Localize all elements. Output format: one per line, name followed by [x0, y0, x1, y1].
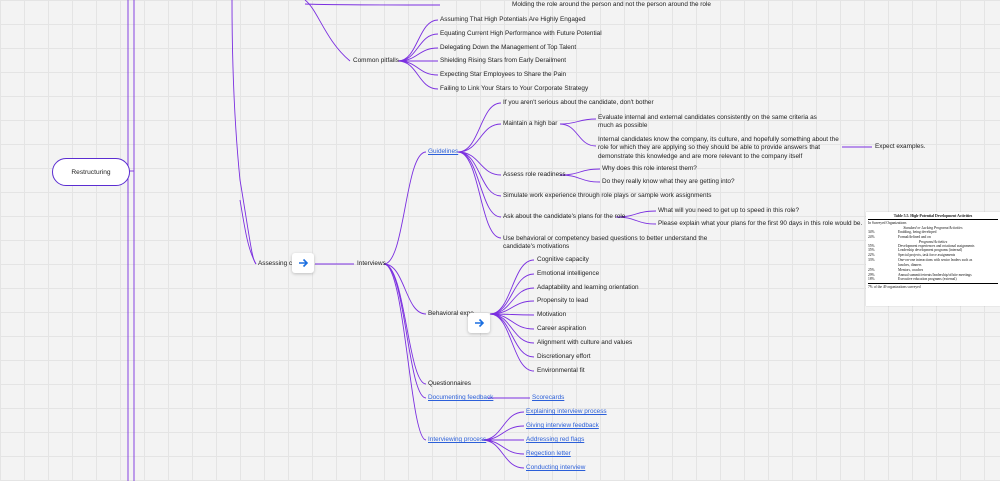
process-item-link[interactable]: Addressing red flags	[526, 436, 585, 443]
table-activity: Executive education programs (external)	[898, 277, 957, 282]
guideline-item-plans[interactable]: Ask about the candidate's plans for the …	[503, 213, 626, 220]
root-node-label: Restructuring	[71, 168, 111, 176]
table-row: 55% Development experiences and rotationa…	[866, 244, 1000, 249]
arrow-right-icon	[299, 258, 309, 268]
readiness-question[interactable]: Do they really know what they are gettin…	[602, 178, 735, 185]
behavior-item[interactable]: Career aspiration	[537, 325, 587, 332]
table-percent: 35%	[868, 248, 875, 253]
node-assessing-candidates[interactable]: Assessing ca	[258, 260, 296, 267]
table-activity: Formal/defined and on	[898, 234, 931, 239]
arrow-right-icon	[475, 318, 485, 328]
scorecards-link[interactable]: Scorecards	[532, 394, 565, 401]
behavior-item[interactable]: Propensity to lead	[537, 297, 589, 304]
table-percent: 24%	[868, 234, 875, 239]
node-behavioral-expectations[interactable]: Behavioral expe	[428, 310, 474, 317]
table-activity: Annual summit/retreats/leadership/offsit…	[898, 272, 972, 277]
table-activity: Development experiences and rotational a…	[898, 243, 975, 248]
table-percent: 29%	[868, 272, 875, 277]
table-activity: Leadership development programs (interna…	[898, 248, 963, 253]
table-row: 35% Leadership development programs (inte…	[866, 248, 1000, 253]
table-percent: 18%	[868, 277, 875, 282]
table-activity: One-on-one interactions with senior lead…	[898, 258, 973, 263]
behavior-item[interactable]: Motivation	[537, 311, 567, 318]
node-questionnaires[interactable]: Questionnaires	[428, 380, 471, 387]
table-rule	[868, 219, 998, 220]
table-row: 33% One-on-one interactions with senior l…	[866, 258, 1000, 263]
table-activity: lunches, dinners	[898, 262, 922, 267]
guideline-item[interactable]: If you aren't serious about the candidat…	[503, 99, 654, 106]
process-item-link[interactable]: Giving interview feedback	[526, 422, 599, 429]
expand-branch-button[interactable]	[468, 313, 490, 333]
node-documenting-feedback-link[interactable]: Documenting feedback	[428, 394, 494, 401]
guideline-item[interactable]: Use behavioral or competency based quest…	[503, 235, 708, 251]
table-row: 24% Formal/defined and on	[866, 235, 1000, 240]
plans-question[interactable]: Please explain what your plans for the f…	[658, 220, 863, 227]
table-row: lunches, dinners	[866, 263, 1000, 268]
table-activity: Mentors, coaches	[898, 267, 924, 272]
table-rule	[868, 283, 998, 285]
behavior-item[interactable]: Emotional intelligence	[537, 270, 600, 277]
expect-examples-note[interactable]: Expect examples.	[875, 143, 926, 150]
node-guidelines-link[interactable]: Guidelines	[428, 148, 459, 155]
pitfall-item[interactable]: Assuming That High Potentials Are Highly…	[440, 16, 586, 23]
behavior-item[interactable]: Environmental fit	[537, 367, 585, 374]
expand-branch-button[interactable]	[292, 253, 314, 273]
guideline-item-high-bar[interactable]: Maintain a high bar	[503, 120, 558, 127]
high-bar-detail[interactable]: Evaluate internal and external candidate…	[598, 114, 817, 130]
guideline-item-readiness[interactable]: Assess role readiness	[503, 171, 566, 178]
process-item-link[interactable]: Regection letter	[526, 450, 571, 457]
pitfall-item[interactable]: Delegating Down the Management of Top Ta…	[440, 44, 577, 51]
process-item-link[interactable]: Conducting interview	[526, 464, 586, 471]
pitfall-item[interactable]: Expecting Star Employees to Share the Pa…	[440, 71, 567, 78]
table-row: 34% Enabling, being developed	[866, 230, 1000, 235]
behavior-item[interactable]: Adaptability and learning orientation	[537, 284, 639, 291]
behavior-item[interactable]: Alignment with culture and values	[537, 339, 633, 346]
node-common-pitfalls[interactable]: Common pitfalls	[353, 57, 399, 64]
plans-question[interactable]: What will you need to get up to speed in…	[658, 207, 800, 214]
node-molding-role[interactable]: Molding the role around the person and n…	[512, 1, 711, 8]
table-percent: 55%	[868, 243, 875, 248]
table-activity: Special projects, task force assignments	[898, 253, 956, 258]
behavior-item[interactable]: Discretionary effort	[537, 353, 591, 360]
pitfall-item[interactable]: Shielding Rising Stars from Early Derail…	[440, 57, 567, 64]
table-row: 22% Special projects, task force assignme…	[866, 253, 1000, 258]
embedded-table-image[interactable]: Table 5.5. High-Potential Development Ac…	[866, 212, 1000, 306]
guideline-item[interactable]: Simulate work experience through role pl…	[503, 192, 712, 199]
behavior-item[interactable]: Cognitive capacity	[537, 256, 589, 263]
process-item-link[interactable]: Explaining interview process	[526, 408, 607, 415]
table-activity: Enabling, being developed	[898, 229, 937, 234]
node-interviewing-process-link[interactable]: Interviewing process	[428, 436, 487, 443]
table-intro: In Surveyed Organizations	[868, 221, 907, 225]
pitfall-item[interactable]: Equating Current High Performance with F…	[440, 30, 602, 37]
table-row: 18% Executive education programs (externa…	[866, 277, 1000, 282]
high-bar-detail[interactable]: Internal candidates know the company, it…	[598, 136, 839, 160]
readiness-question[interactable]: Why does this role interest them?	[602, 165, 697, 172]
table-row: 29% Annual summit/retreats/leadership/off…	[866, 273, 1000, 278]
table-percent: 33%	[868, 258, 875, 263]
pitfall-item[interactable]: Failing to Link Your Stars to Your Corpo…	[440, 85, 589, 92]
node-interviews[interactable]: Interviews	[357, 260, 386, 267]
table-title: Table 5.5. High-Potential Development Ac…	[893, 214, 973, 218]
table-section-title: Programs/Activities	[918, 239, 948, 244]
table-section-title: Standard or Lacking Programs/Activities	[903, 225, 963, 230]
table-footnote: 7% of the 49 organizations surveyed	[868, 285, 921, 290]
table-percent: 25%	[868, 267, 875, 272]
table-percent: 34%	[868, 229, 875, 234]
root-node-restructuring[interactable]: Restructuring	[52, 158, 130, 186]
table-row: 25% Mentors, coaches	[866, 268, 1000, 273]
table-percent: 22%	[868, 253, 875, 258]
